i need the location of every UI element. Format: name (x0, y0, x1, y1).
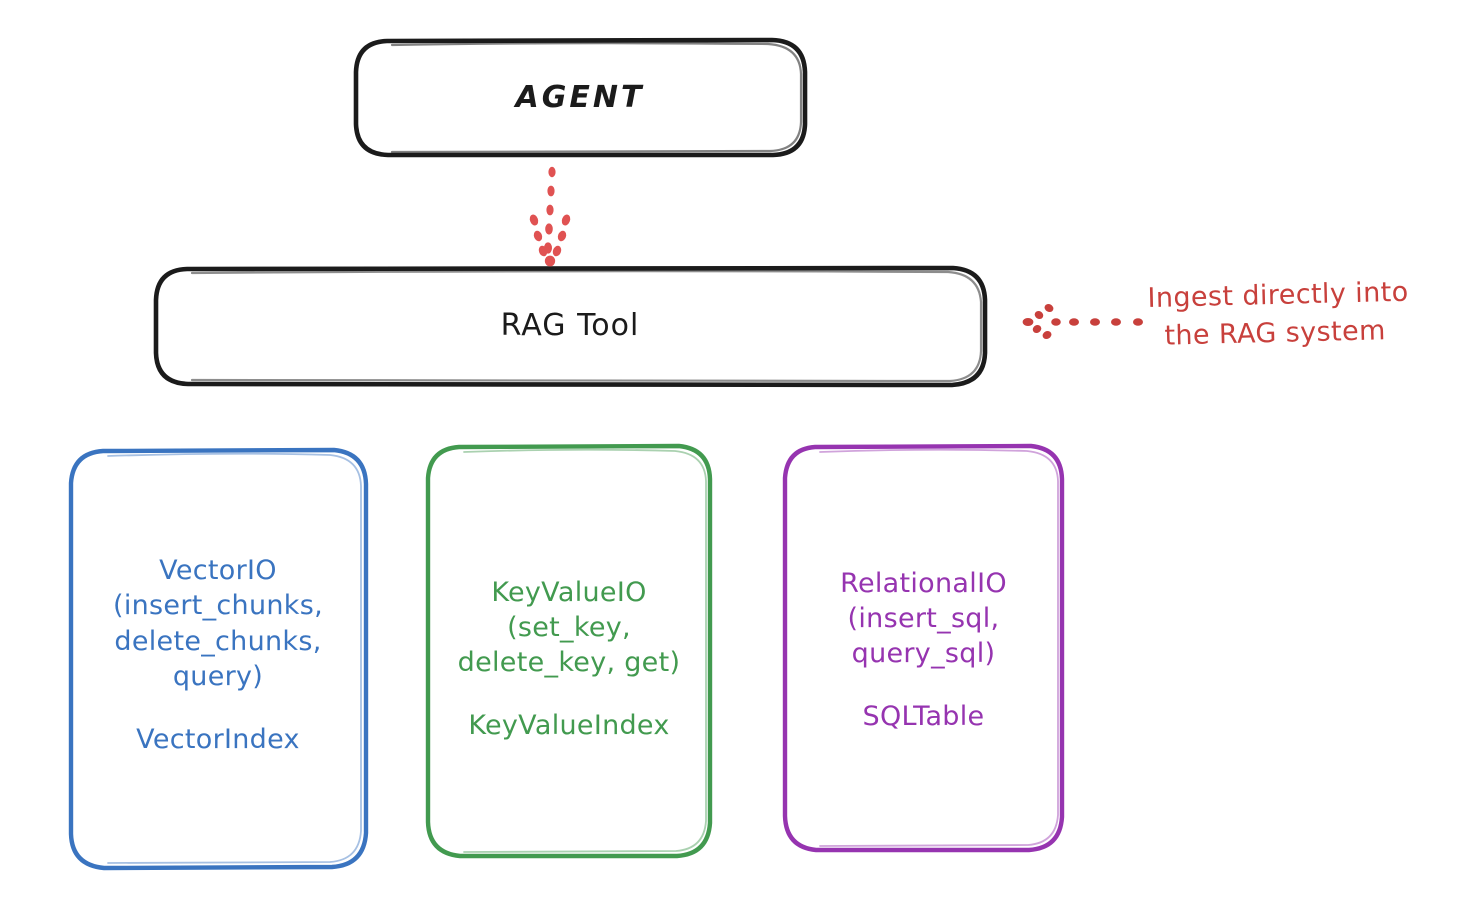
relational-io-box-outline (782, 443, 1065, 853)
agent-to-rag-tool-dotted-arrow (529, 166, 571, 267)
agent-label: AGENT (515, 79, 645, 115)
key-value-io-node[interactable]: KeyValueIO (set_key, delete_key, get) Ke… (428, 446, 710, 856)
vector-io-node[interactable]: VectorIO (insert_chunks, delete_chunks, … (70, 450, 366, 868)
key-value-io-index-label: KeyValueIndex (468, 710, 670, 742)
relational-io-node[interactable]: RelationalIO (insert_sql, query_sql) SQL… (785, 446, 1062, 850)
relational-io-api-label: RelationalIO (insert_sql, query_sql) (840, 567, 1007, 670)
rag-tool-label: RAG Tool (500, 308, 640, 344)
agent-box-outline (353, 37, 808, 158)
agent-node[interactable]: AGENT (355, 40, 805, 156)
vector-io-content: VectorIO (insert_chunks, delete_chunks, … (113, 534, 323, 776)
vector-io-api-label: VectorIO (insert_chunks, delete_chunks, … (113, 555, 323, 692)
ingest-annotation-line-2: the RAG system (1164, 315, 1387, 352)
key-value-io-api-label: KeyValueIO (set_key, delete_key, get) (457, 576, 681, 679)
key-value-io-box-outline (425, 443, 713, 859)
ingest-annotation: Ingest directly into the RAG system (1147, 272, 1479, 357)
vector-io-index-label: VectorIndex (136, 723, 300, 755)
relational-io-content: RelationalIO (insert_sql, query_sql) SQL… (840, 546, 1007, 753)
key-value-io-content: KeyValueIO (set_key, delete_key, get) Ke… (458, 555, 681, 762)
vector-io-box-outline (68, 447, 369, 871)
relational-io-index-label: SQLTable (862, 701, 985, 733)
rag-tool-node[interactable]: RAG Tool (155, 268, 985, 385)
rag-tool-box-outline (153, 265, 988, 388)
ingest-dotted-arrow (1022, 304, 1143, 339)
ingest-annotation-line-1: Ingest directly into (1147, 276, 1409, 315)
